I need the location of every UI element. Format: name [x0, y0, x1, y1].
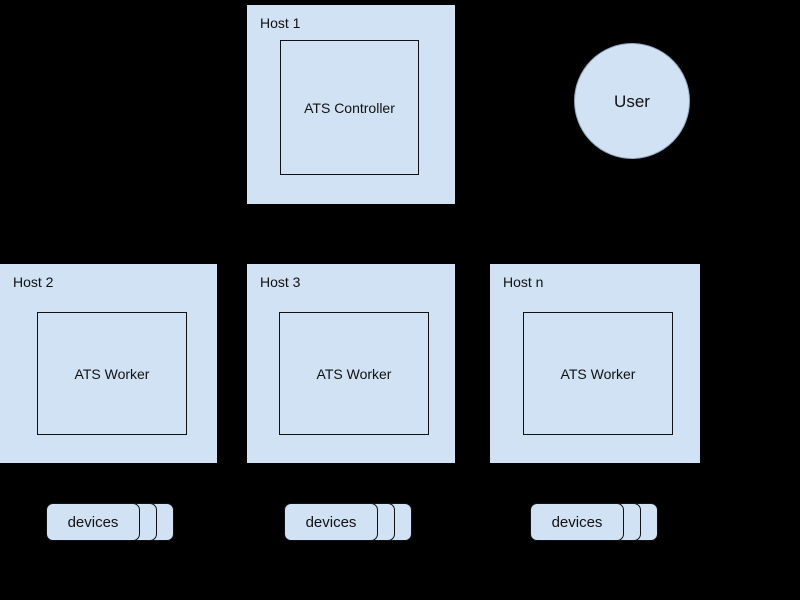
host-label-n: Host n — [503, 274, 544, 290]
host-label-3: Host 3 — [260, 274, 301, 290]
devices-card-front[interactable]: devices — [46, 503, 140, 541]
component-label-ats-worker-1: ATS Worker — [74, 365, 150, 382]
devices-stack-n[interactable]: devices — [530, 503, 658, 543]
user-actor[interactable]: User — [574, 43, 690, 159]
user-actor-label: User — [614, 91, 650, 111]
host-box-worker-1[interactable]: Host 2 ATS Worker — [0, 264, 217, 463]
component-box-ats-worker-1[interactable]: ATS Worker — [37, 312, 187, 435]
devices-card-front[interactable]: devices — [530, 503, 624, 541]
component-box-ats-worker-n[interactable]: ATS Worker — [523, 312, 673, 435]
component-box-ats-worker-2[interactable]: ATS Worker — [279, 312, 429, 435]
devices-stack-2[interactable]: devices — [284, 503, 412, 543]
component-label-ats-worker-n: ATS Worker — [560, 365, 636, 382]
host-label-2: Host 2 — [13, 274, 54, 290]
component-label-ats-worker-2: ATS Worker — [316, 365, 392, 382]
host-box-worker-n[interactable]: Host n ATS Worker — [490, 264, 700, 463]
devices-stack-1[interactable]: devices — [46, 503, 174, 543]
devices-label-1: devices — [67, 513, 119, 531]
host-box-controller[interactable]: Host 1 ATS Controller — [247, 5, 455, 204]
component-label-ats-controller: ATS Controller — [304, 99, 395, 116]
host-box-worker-2[interactable]: Host 3 ATS Worker — [247, 264, 455, 463]
component-box-ats-controller[interactable]: ATS Controller — [280, 40, 419, 175]
devices-label-n: devices — [551, 513, 603, 531]
host-label-1: Host 1 — [260, 15, 301, 31]
devices-card-front[interactable]: devices — [284, 503, 378, 541]
devices-label-2: devices — [305, 513, 357, 531]
